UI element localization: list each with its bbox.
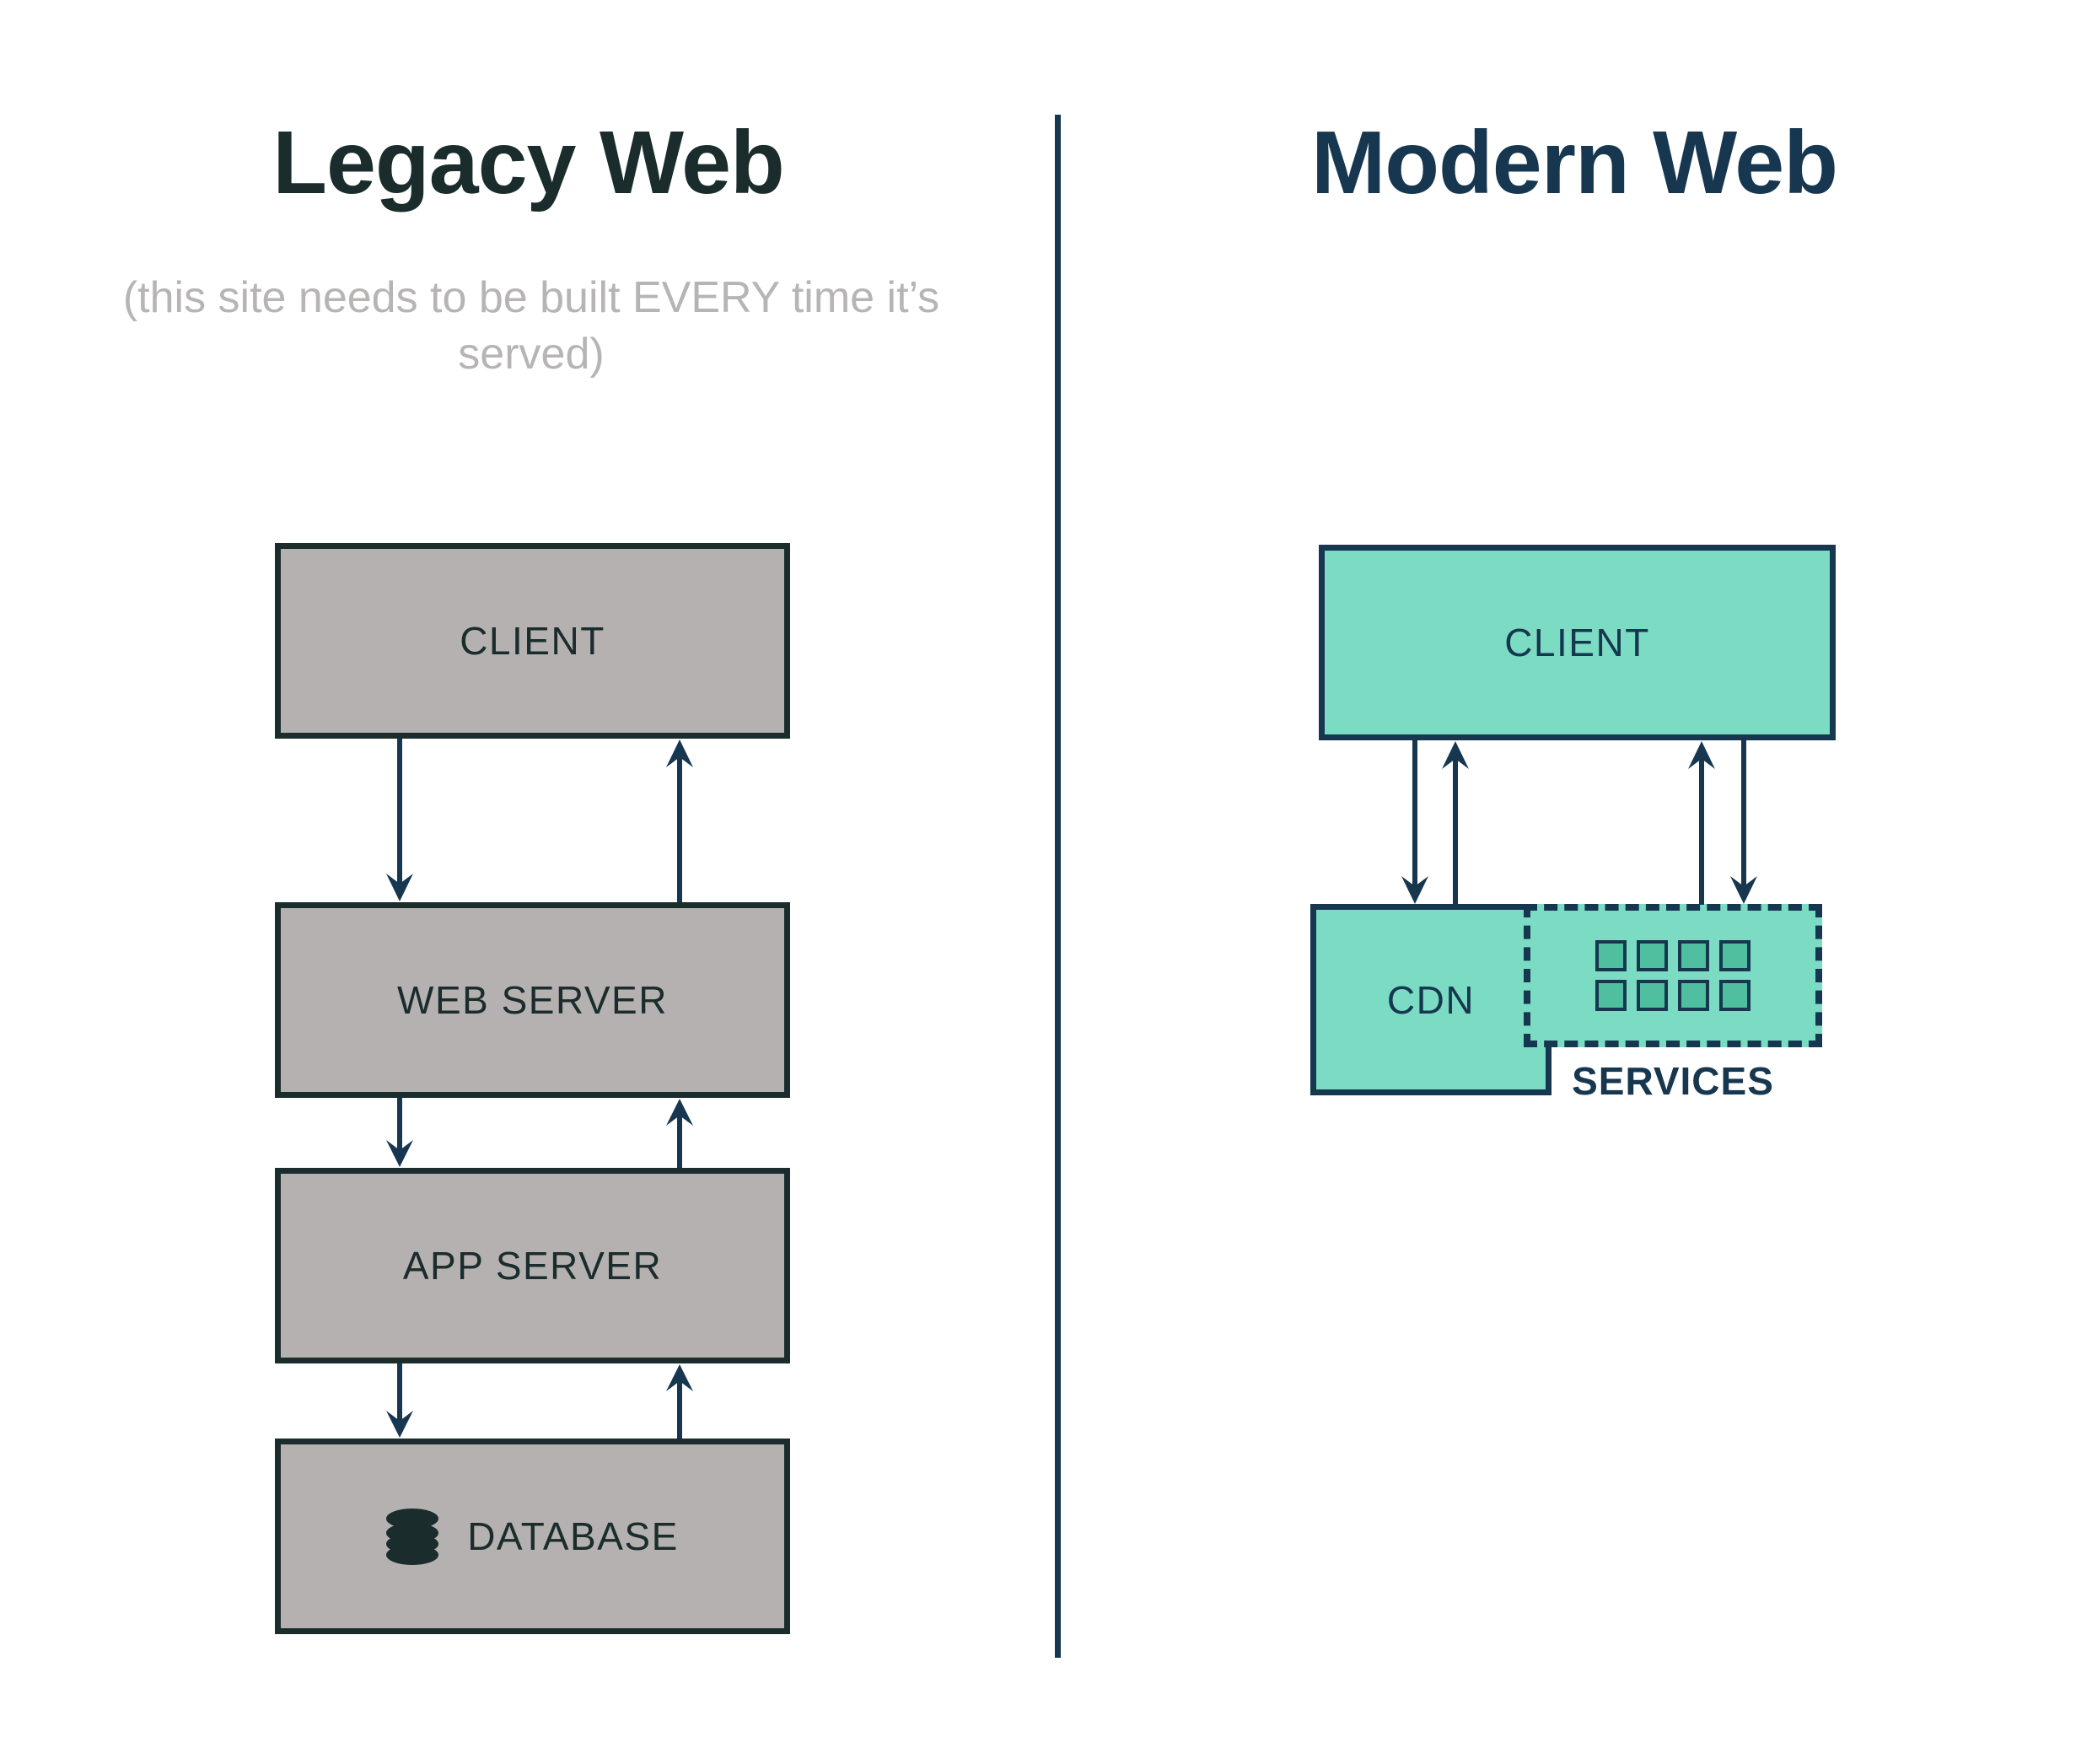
arrow-web-server-to-app-server	[383, 1098, 417, 1168]
arrow-app-server-to-web-server	[663, 1098, 696, 1168]
legacy-web-subtitle: (this site needs to be built EVERY time …	[122, 273, 940, 379]
modern-node-services[interactable]	[1524, 904, 1822, 1047]
arrow-web-server-to-client	[663, 739, 696, 902]
legacy-node-client[interactable]: CLIENT	[275, 543, 790, 739]
modern-node-services-label: SERVICES	[1572, 1059, 1774, 1103]
legacy-node-app-server-label: APP SERVER	[402, 1244, 663, 1288]
arrow-database-to-app-server	[663, 1363, 696, 1439]
modern-node-cdn-label: CDN	[1386, 977, 1476, 1022]
column-divider	[1055, 115, 1061, 1658]
arrow-modern-client-to-services	[1727, 740, 1761, 905]
service-tiles-icon	[1595, 940, 1751, 1011]
legacy-node-web-server-label: WEB SERVER	[397, 978, 668, 1022]
arrow-modern-cdn-to-client	[1439, 740, 1472, 905]
modern-node-client-label: CLIENT	[1504, 621, 1650, 664]
modern-web-title: Modern Web	[1310, 113, 1838, 212]
legacy-node-database[interactable]: DATABASE	[275, 1439, 790, 1634]
database-icon	[386, 1509, 439, 1565]
legacy-node-client-label: CLIENT	[460, 619, 605, 663]
modern-node-cdn[interactable]: CDN	[1310, 904, 1552, 1095]
legacy-node-app-server[interactable]: APP SERVER	[275, 1168, 790, 1363]
legacy-web-title: Legacy Web	[272, 113, 785, 212]
arrow-modern-client-to-cdn	[1398, 740, 1432, 905]
legacy-node-web-server[interactable]: WEB SERVER	[275, 902, 790, 1098]
arrow-client-to-web-server	[383, 739, 417, 902]
legacy-node-database-label: DATABASE	[467, 1514, 679, 1558]
arrow-app-server-to-database	[383, 1363, 417, 1439]
arrow-modern-services-to-client	[1685, 740, 1718, 905]
modern-node-client[interactable]: CLIENT	[1319, 545, 1836, 740]
